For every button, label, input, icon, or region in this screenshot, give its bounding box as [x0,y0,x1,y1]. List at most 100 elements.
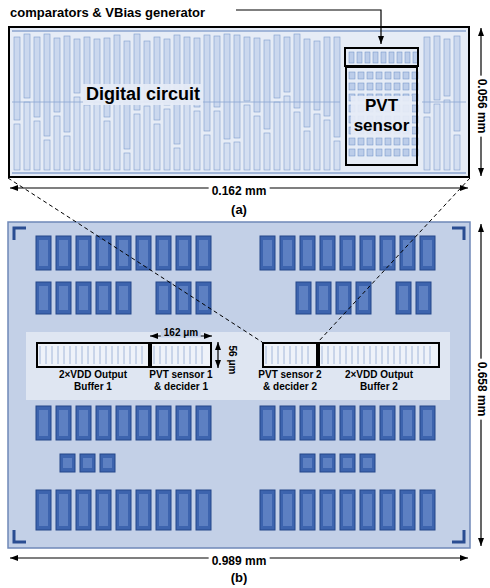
cell-line [82,346,83,364]
cell-line [172,346,173,364]
corner-mark [452,530,464,542]
pad-core [99,494,108,526]
bond-pad [316,282,331,314]
cell-column [274,35,280,98]
pad-core [119,410,128,436]
pad-core [59,494,68,526]
cell-column [204,35,210,131]
sensor-cell [394,72,400,79]
cell-line [394,346,395,364]
pad-core [323,458,332,468]
sensor-cell [358,138,364,145]
pad-core [79,240,88,266]
power-rail [12,173,466,174]
cell-column [214,111,220,170]
bond-pad [176,490,191,530]
zoom-line [8,178,262,342]
bond-pad [320,406,335,440]
pad-core [363,458,372,468]
cell-line [160,346,161,364]
cell-line [290,346,291,364]
pad-core [179,240,188,266]
pad-core [103,458,112,468]
cell-column [104,38,110,117]
pad-core [383,240,392,266]
pad-core [39,240,48,266]
pad-core [119,240,128,266]
cell-column [284,96,290,170]
pad-core [383,494,392,526]
cell-line [322,346,323,364]
pad-core [99,286,108,310]
bond-pad [360,406,375,440]
cell-column [34,121,40,170]
pad-core [39,494,48,526]
cell-column [444,39,450,96]
panel-tag: (b) [228,571,251,585]
signal-wire [422,102,466,103]
sensor-cell [376,83,382,90]
pad-core [39,286,48,310]
cell-line [88,346,89,364]
cell-column [244,105,250,170]
bond-pad [280,490,295,530]
bond-pad [320,236,335,270]
bond-pad [300,406,315,440]
cell-column [144,106,150,170]
bond-pad [300,490,315,530]
pad-core [383,410,392,436]
bond-pad [116,406,131,440]
sensor-cell [367,149,373,156]
pad-core [59,286,68,310]
pad-core [343,410,352,436]
pad-core [359,286,368,310]
block-ground [318,342,440,368]
bond-pad [136,236,151,270]
bond-pad [156,490,171,530]
pad-core [303,494,312,526]
cell-column [254,38,260,112]
power-rail [12,31,466,32]
cell-line [334,346,335,364]
pad-core [199,410,208,436]
pad-core [403,240,412,266]
cell-line [76,346,77,364]
cell-column [74,39,80,93]
cell-column [454,36,460,131]
cell-line [52,346,53,364]
cell-column [154,124,160,170]
pad-core [399,286,408,310]
pad-core [263,410,272,436]
cell-column [204,135,210,170]
cell-column [134,114,140,170]
bond-pad [176,236,191,270]
sensor-cell [385,149,391,156]
cell-line [178,346,179,364]
sensor-cell [367,72,373,79]
pad-core [199,240,208,266]
cell-line [352,346,353,364]
bond-pad [56,406,71,440]
dimension-arrow [217,342,218,368]
bond-pad [76,282,91,314]
pad-core [423,240,432,266]
callout-text: comparators & VBias generator [10,6,205,20]
corner-mark [14,228,26,240]
dimension: 162 μm [161,327,201,338]
pad-core [159,410,168,436]
cell-line [166,346,167,364]
bond-pad [80,454,95,472]
pad-core [263,240,272,266]
bond-pad [76,406,91,440]
bond-pad [320,490,335,530]
cell-line [118,346,119,364]
bond-pad [36,282,51,314]
cell-column [64,136,70,170]
bond-pad [416,282,431,314]
sensor-cell [376,72,382,79]
bond-pad [296,282,311,314]
sensor-cell [358,83,364,90]
pad-core [39,410,48,436]
cell-line [430,346,431,364]
dimension: 0.989 mm [209,555,270,568]
